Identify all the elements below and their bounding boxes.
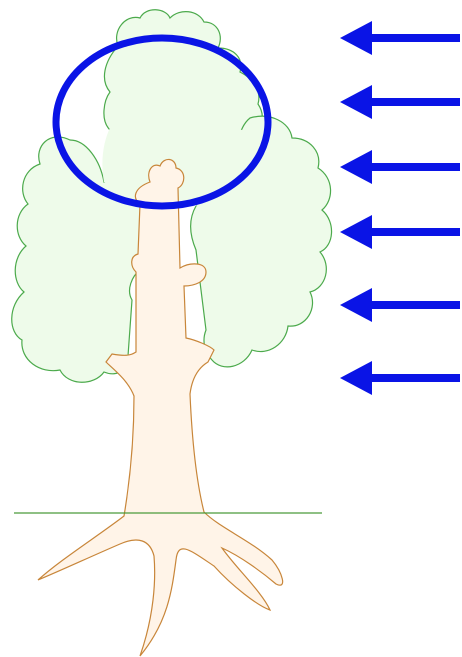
wind-arrow bbox=[340, 85, 460, 119]
wind-arrow bbox=[340, 21, 460, 55]
crown-top-lobe bbox=[104, 10, 262, 132]
wind-arrow bbox=[340, 361, 460, 395]
wind-arrow bbox=[340, 288, 460, 322]
wind-arrow bbox=[340, 150, 460, 184]
wind-arrow bbox=[340, 215, 460, 249]
wind-arrows bbox=[340, 21, 460, 395]
